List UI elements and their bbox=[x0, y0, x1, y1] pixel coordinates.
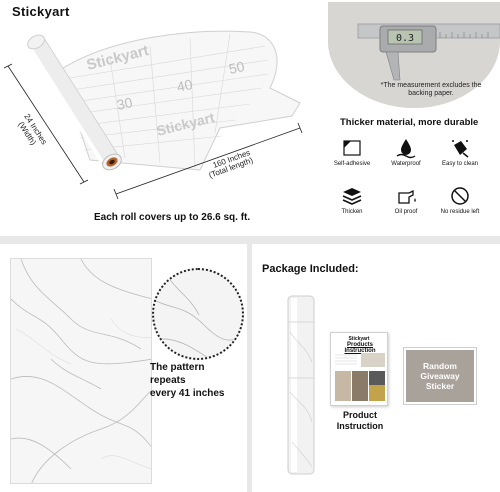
waterproof-icon bbox=[396, 139, 416, 159]
section-divider-horizontal bbox=[0, 236, 500, 244]
giveaway-sticker: Random Giveaway Sticker bbox=[404, 348, 476, 404]
grid-number-40: 40 bbox=[175, 76, 194, 95]
feature-label: Self-adhesive bbox=[333, 161, 371, 167]
grid-number-30: 30 bbox=[115, 94, 134, 113]
product-instruction-line-2: Instruction bbox=[336, 421, 384, 431]
feature-self-adhesive: Self-adhesive bbox=[326, 137, 378, 167]
caliper-jaw bbox=[385, 51, 401, 81]
product-instruction-line-1: Product bbox=[342, 410, 377, 420]
coverage-text: Each roll covers up to 26.6 sq. ft. bbox=[94, 212, 251, 223]
sticker-line-3: Sticker bbox=[425, 381, 455, 391]
feature-waterproof: Waterproof bbox=[380, 137, 432, 167]
package-roll bbox=[287, 295, 315, 475]
sheet-grid bbox=[69, 33, 269, 169]
length-arrow bbox=[115, 127, 301, 195]
booklet-brand: Stickyart bbox=[348, 336, 370, 342]
caliper-photo: 0.3 bbox=[328, 2, 500, 108]
sticker-line-2: Giveaway bbox=[420, 371, 460, 381]
feature-label: No residue left bbox=[440, 209, 480, 215]
pattern-zoom-circle bbox=[152, 268, 244, 360]
brand-logo: Stickyart bbox=[12, 4, 70, 19]
feature-label: Thicken bbox=[341, 209, 363, 215]
self-adhesive-icon bbox=[343, 140, 361, 156]
feature-thicken: Thicken bbox=[326, 185, 378, 215]
caliper-readout: 0.3 bbox=[396, 33, 414, 44]
package-title: Package Included: bbox=[262, 263, 359, 275]
pattern-line-1: The pattern bbox=[150, 362, 205, 373]
feature-oil-proof: Oil proof bbox=[380, 185, 432, 215]
caliper-note: *The measurement excludes the backing pa… bbox=[380, 82, 482, 97]
no-residue-icon bbox=[451, 187, 469, 205]
marble-veins bbox=[11, 259, 151, 483]
thicken-icon bbox=[342, 188, 362, 205]
marble-pattern-sample bbox=[10, 258, 152, 484]
booklet-title: Products Instruction bbox=[344, 342, 376, 354]
feature-easy-to-clean: Easy to clean bbox=[434, 137, 486, 167]
sticker-line-1: Random bbox=[422, 361, 457, 371]
roll-diagram: 30 40 50 Stickyart Stickyart 24 Inches (… bbox=[3, 30, 303, 200]
thicker-material-heading: Thicker material, more durable bbox=[340, 117, 479, 128]
section-divider-vertical bbox=[247, 244, 252, 492]
pattern-line-2: repeats bbox=[150, 375, 186, 386]
easy-to-clean-icon bbox=[452, 140, 469, 158]
caliper-display bbox=[387, 29, 423, 45]
feature-label: Oil proof bbox=[394, 209, 418, 215]
feature-no-residue: No residue left bbox=[434, 185, 486, 215]
feature-label: Easy to clean bbox=[441, 161, 479, 167]
width-arrow bbox=[7, 65, 85, 183]
sheet-shape bbox=[59, 30, 301, 171]
product-instruction-booklet: Stickyart Products Instruction bbox=[330, 332, 388, 406]
pattern-line-3: every 41 inches bbox=[150, 388, 225, 399]
grid-number-50: 50 bbox=[227, 58, 246, 77]
pattern-repeat-text: The pattern repeats every 41 inches bbox=[150, 361, 225, 400]
product-instruction-label: Product Instruction bbox=[330, 410, 390, 432]
oil-proof-icon bbox=[398, 189, 416, 204]
feature-label: Waterproof bbox=[391, 161, 421, 167]
roll-cylinder bbox=[27, 34, 122, 171]
